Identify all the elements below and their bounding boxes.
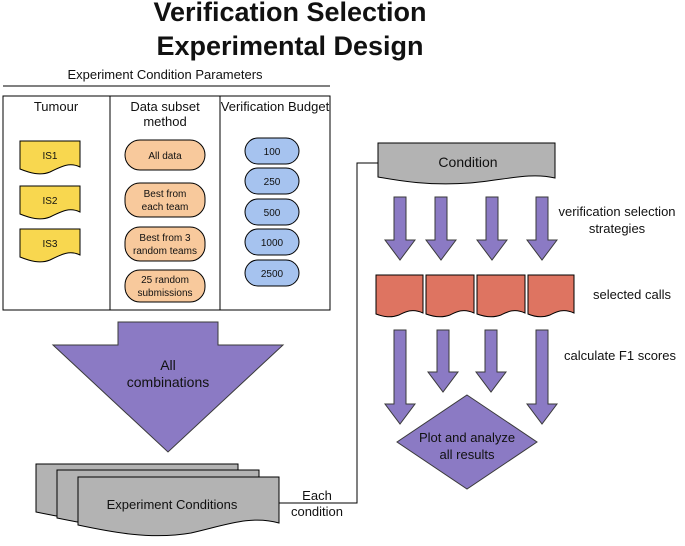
strategy-arrow bbox=[476, 196, 508, 261]
subset-item: 25 random submissions bbox=[124, 269, 206, 303]
all-combinations-line-1: All bbox=[160, 357, 176, 373]
subset-pill bbox=[124, 269, 206, 303]
strategies-label-line-1: verification selection bbox=[558, 204, 675, 219]
table-border bbox=[2, 95, 331, 311]
subset-item: All data bbox=[124, 139, 206, 171]
merge-arrow-shape bbox=[51, 321, 285, 453]
tumour-item: IS1 bbox=[19, 140, 81, 175]
budget-label: 1000 bbox=[261, 238, 284, 249]
title-line-2: Experimental Design bbox=[156, 31, 423, 61]
experiment-conditions-label: Experiment Conditions bbox=[107, 497, 238, 512]
subset-label-line-2: random teams bbox=[133, 246, 197, 257]
subset-item: Best from each team bbox=[124, 182, 206, 218]
strategy-arrow bbox=[526, 196, 558, 261]
selected-calls-row bbox=[375, 274, 575, 318]
budget-pill bbox=[244, 259, 300, 287]
subset-pill bbox=[124, 182, 206, 218]
subset-header-line-2: method bbox=[143, 114, 186, 129]
condition-document: Condition bbox=[377, 142, 556, 185]
condition-label: Condition bbox=[438, 154, 497, 170]
plot-analyze-line-1: Plot and analyze bbox=[419, 430, 515, 445]
tumour-item: IS3 bbox=[19, 228, 81, 263]
subset-label-line-2: each team bbox=[142, 202, 189, 213]
tumour-document-shape bbox=[19, 228, 81, 263]
f1-arrows bbox=[384, 329, 558, 425]
selected-calls-document bbox=[375, 274, 424, 318]
tumour-header: Tumour bbox=[34, 99, 79, 114]
budget-item: 1000 bbox=[244, 228, 300, 256]
subset-label-line-1: Best from bbox=[144, 189, 187, 200]
subset-label: All data bbox=[148, 151, 182, 162]
tumour-label: IS3 bbox=[42, 239, 57, 250]
subset-pill bbox=[124, 226, 206, 262]
plot-analyze-diamond: Plot and analyze all results bbox=[396, 394, 538, 490]
budget-pill bbox=[244, 167, 300, 195]
tumour-item: IS2 bbox=[19, 185, 81, 220]
budget-label: 100 bbox=[264, 147, 281, 158]
selected-calls-document bbox=[425, 274, 475, 318]
all-combinations-arrow: All combinations bbox=[51, 321, 285, 453]
plot-analyze-line-2: all results bbox=[440, 447, 495, 462]
budget-item: 2500 bbox=[244, 259, 300, 287]
parameter-table-caption: Experiment Condition Parameters bbox=[67, 67, 263, 82]
subset-label-line-1: Best from 3 bbox=[139, 233, 191, 244]
budget-header: Verification Budget bbox=[221, 99, 330, 114]
selected-calls-document bbox=[527, 274, 575, 318]
f1-arrow bbox=[427, 329, 459, 393]
strategy-arrow bbox=[425, 196, 457, 261]
stacked-document-front bbox=[77, 476, 280, 537]
each-condition-label-line-1: Each bbox=[302, 488, 332, 503]
f1-scores-label: calculate F1 scores bbox=[564, 348, 676, 363]
each-condition-label-line-2: condition bbox=[291, 504, 343, 519]
budget-label: 2500 bbox=[261, 269, 284, 280]
budget-pill bbox=[244, 228, 300, 256]
all-combinations-line-2: combinations bbox=[127, 374, 210, 390]
tumour-document-shape bbox=[19, 140, 81, 175]
condition-document-shape bbox=[377, 142, 556, 185]
subset-label-line-1: 25 random bbox=[141, 275, 189, 286]
strategy-arrows bbox=[384, 196, 558, 261]
budget-item: 100 bbox=[244, 137, 300, 165]
parameter-table: Experiment Condition Parameters Tumour D… bbox=[2, 67, 331, 311]
subset-label-line-2: submissions bbox=[137, 288, 192, 299]
budget-item: 250 bbox=[244, 167, 300, 195]
budget-pill bbox=[244, 198, 300, 226]
strategy-arrow bbox=[384, 196, 416, 261]
selected-calls-label: selected calls bbox=[593, 287, 672, 302]
budget-pill bbox=[244, 137, 300, 165]
tumour-document-shape bbox=[19, 185, 81, 220]
experiment-conditions-stack: Experiment Conditions bbox=[35, 463, 280, 537]
budget-item: 500 bbox=[244, 198, 300, 226]
title-line-1: Verification Selection bbox=[153, 0, 426, 27]
selected-calls-document bbox=[476, 274, 526, 318]
f1-arrow bbox=[384, 329, 416, 425]
subset-item: Best from 3 random teams bbox=[124, 226, 206, 262]
subset-header-line-1: Data subset bbox=[130, 99, 200, 114]
f1-arrow bbox=[526, 329, 558, 425]
subset-pill bbox=[124, 139, 206, 171]
decision-diamond-shape bbox=[396, 394, 538, 490]
tumour-label: IS2 bbox=[42, 196, 57, 207]
tumour-label: IS1 bbox=[42, 151, 57, 162]
strategies-label-line-2: strategies bbox=[589, 221, 646, 236]
budget-label: 500 bbox=[264, 208, 281, 219]
each-condition-connector bbox=[279, 162, 378, 504]
f1-arrow bbox=[475, 329, 507, 393]
budget-label: 250 bbox=[264, 177, 281, 188]
